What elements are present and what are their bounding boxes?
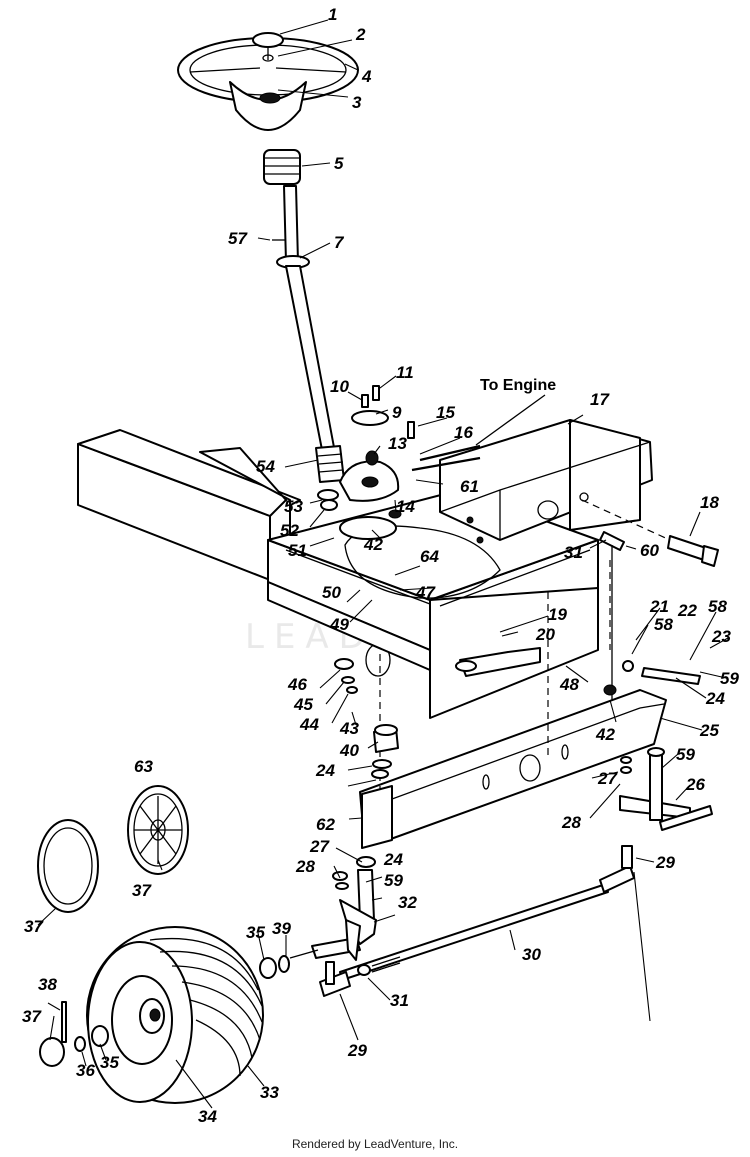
pivot-bolt (667, 535, 719, 567)
leader-lines (37, 19, 729, 1109)
callout-label: 32 (398, 893, 417, 912)
front-wheel-tire (86, 926, 264, 1104)
callout-label: 39 (272, 919, 291, 938)
callout-label: 28 (561, 813, 581, 832)
callout-label: 62 (316, 815, 335, 834)
callout-label: 63 (134, 757, 153, 776)
callout-label: 24 (315, 761, 335, 780)
callout-label: 5 (334, 154, 344, 173)
steering-bellows (263, 149, 301, 185)
callout-label: 26 (685, 775, 705, 794)
callout-label: 64 (420, 547, 439, 566)
callout-label: 54 (256, 457, 275, 476)
callout-label: 52 (280, 521, 299, 540)
callout-label: 2 (355, 25, 366, 44)
callout-label: 57 (228, 229, 248, 248)
callout-label: 10 (330, 377, 349, 396)
callout-label: 50 (322, 583, 341, 602)
axle-support-bracket (411, 394, 653, 544)
callout-label: 58 (654, 615, 673, 634)
bolt-23 (622, 660, 701, 685)
callout-label: 48 (559, 675, 579, 694)
wheel-hardware (39, 949, 319, 1067)
callout-label: 35 (100, 1053, 119, 1072)
callout-label: 23 (711, 627, 731, 646)
callout-label: 28 (295, 857, 315, 876)
callout-label: 30 (522, 945, 541, 964)
callout-label: 45 (293, 695, 313, 714)
callout-label: 13 (388, 434, 407, 453)
callout-label: 24 (383, 850, 403, 869)
render-credit: Rendered by LeadVenture, Inc. (291, 1137, 459, 1151)
callout-label: 42 (363, 535, 383, 554)
callout-label: 58 (708, 597, 727, 616)
callout-label: 60 (640, 541, 659, 560)
callout-label: 38 (38, 975, 57, 994)
callout-label: 36 (76, 1061, 95, 1080)
callout-label: 16 (454, 423, 473, 442)
kingpin-hardware (334, 658, 632, 779)
steering-gear-plate (339, 385, 415, 540)
hub-cap-spoked (127, 785, 189, 875)
callout-label: 51 (288, 541, 307, 560)
callout-label: 31 (390, 991, 409, 1010)
callout-label: 43 (339, 719, 359, 738)
callout-label: 22 (677, 601, 697, 620)
callout-label: 4 (361, 67, 372, 86)
callout-labels: 1 2 3 4 5 57 7 10 11 9 15 16 13 17 54 53… (22, 5, 739, 1126)
callout-label: 1 (328, 5, 337, 24)
callout-label: 29 (655, 853, 675, 872)
callout-label: 37 (132, 881, 152, 900)
callout-label: 15 (436, 403, 455, 422)
callout-label: 20 (535, 625, 555, 644)
callout-label: 49 (329, 615, 349, 634)
callout-label: 53 (284, 497, 303, 516)
callout-label: 33 (260, 1083, 279, 1102)
callout-label: 37 (22, 1007, 42, 1026)
callout-label: 31 (564, 543, 583, 562)
hub-cap-plain (37, 819, 99, 913)
callout-label: 61 (460, 477, 479, 496)
callout-label: 35 (246, 923, 265, 942)
callout-label: 34 (198, 1107, 217, 1126)
pivot-pin (599, 531, 625, 700)
callout-label: 42 (595, 725, 615, 744)
callout-label: 37 (24, 917, 44, 936)
callout-label: 3 (352, 93, 362, 112)
callout-label: 25 (699, 721, 719, 740)
steering-shaft (272, 185, 345, 511)
callout-label: 27 (597, 769, 618, 788)
callout-label: 59 (384, 871, 403, 890)
front-axle (359, 689, 667, 849)
callout-label: 17 (590, 390, 610, 409)
steering-wheel (177, 32, 359, 131)
callout-label: 21 (649, 597, 669, 616)
left-spindle (311, 856, 377, 961)
callout-label: 47 (415, 583, 436, 602)
callout-label: 59 (676, 745, 695, 764)
callout-label: 7 (334, 233, 345, 252)
callout-label: 18 (700, 493, 719, 512)
callout-label: 14 (396, 497, 415, 516)
callout-label: 46 (287, 675, 307, 694)
callout-label: 27 (309, 837, 330, 856)
callout-label: 59 (720, 669, 739, 688)
callout-label: 44 (299, 715, 319, 734)
callout-label: 11 (396, 363, 414, 382)
to-engine-annotation: To Engine (480, 377, 556, 394)
tie-rod (319, 845, 635, 997)
right-spindle (455, 647, 713, 831)
callout-label: 9 (392, 403, 402, 422)
callout-label: 29 (347, 1041, 367, 1060)
callout-label: 40 (339, 741, 359, 760)
callout-label: 19 (548, 605, 567, 624)
callout-label: 24 (705, 689, 725, 708)
